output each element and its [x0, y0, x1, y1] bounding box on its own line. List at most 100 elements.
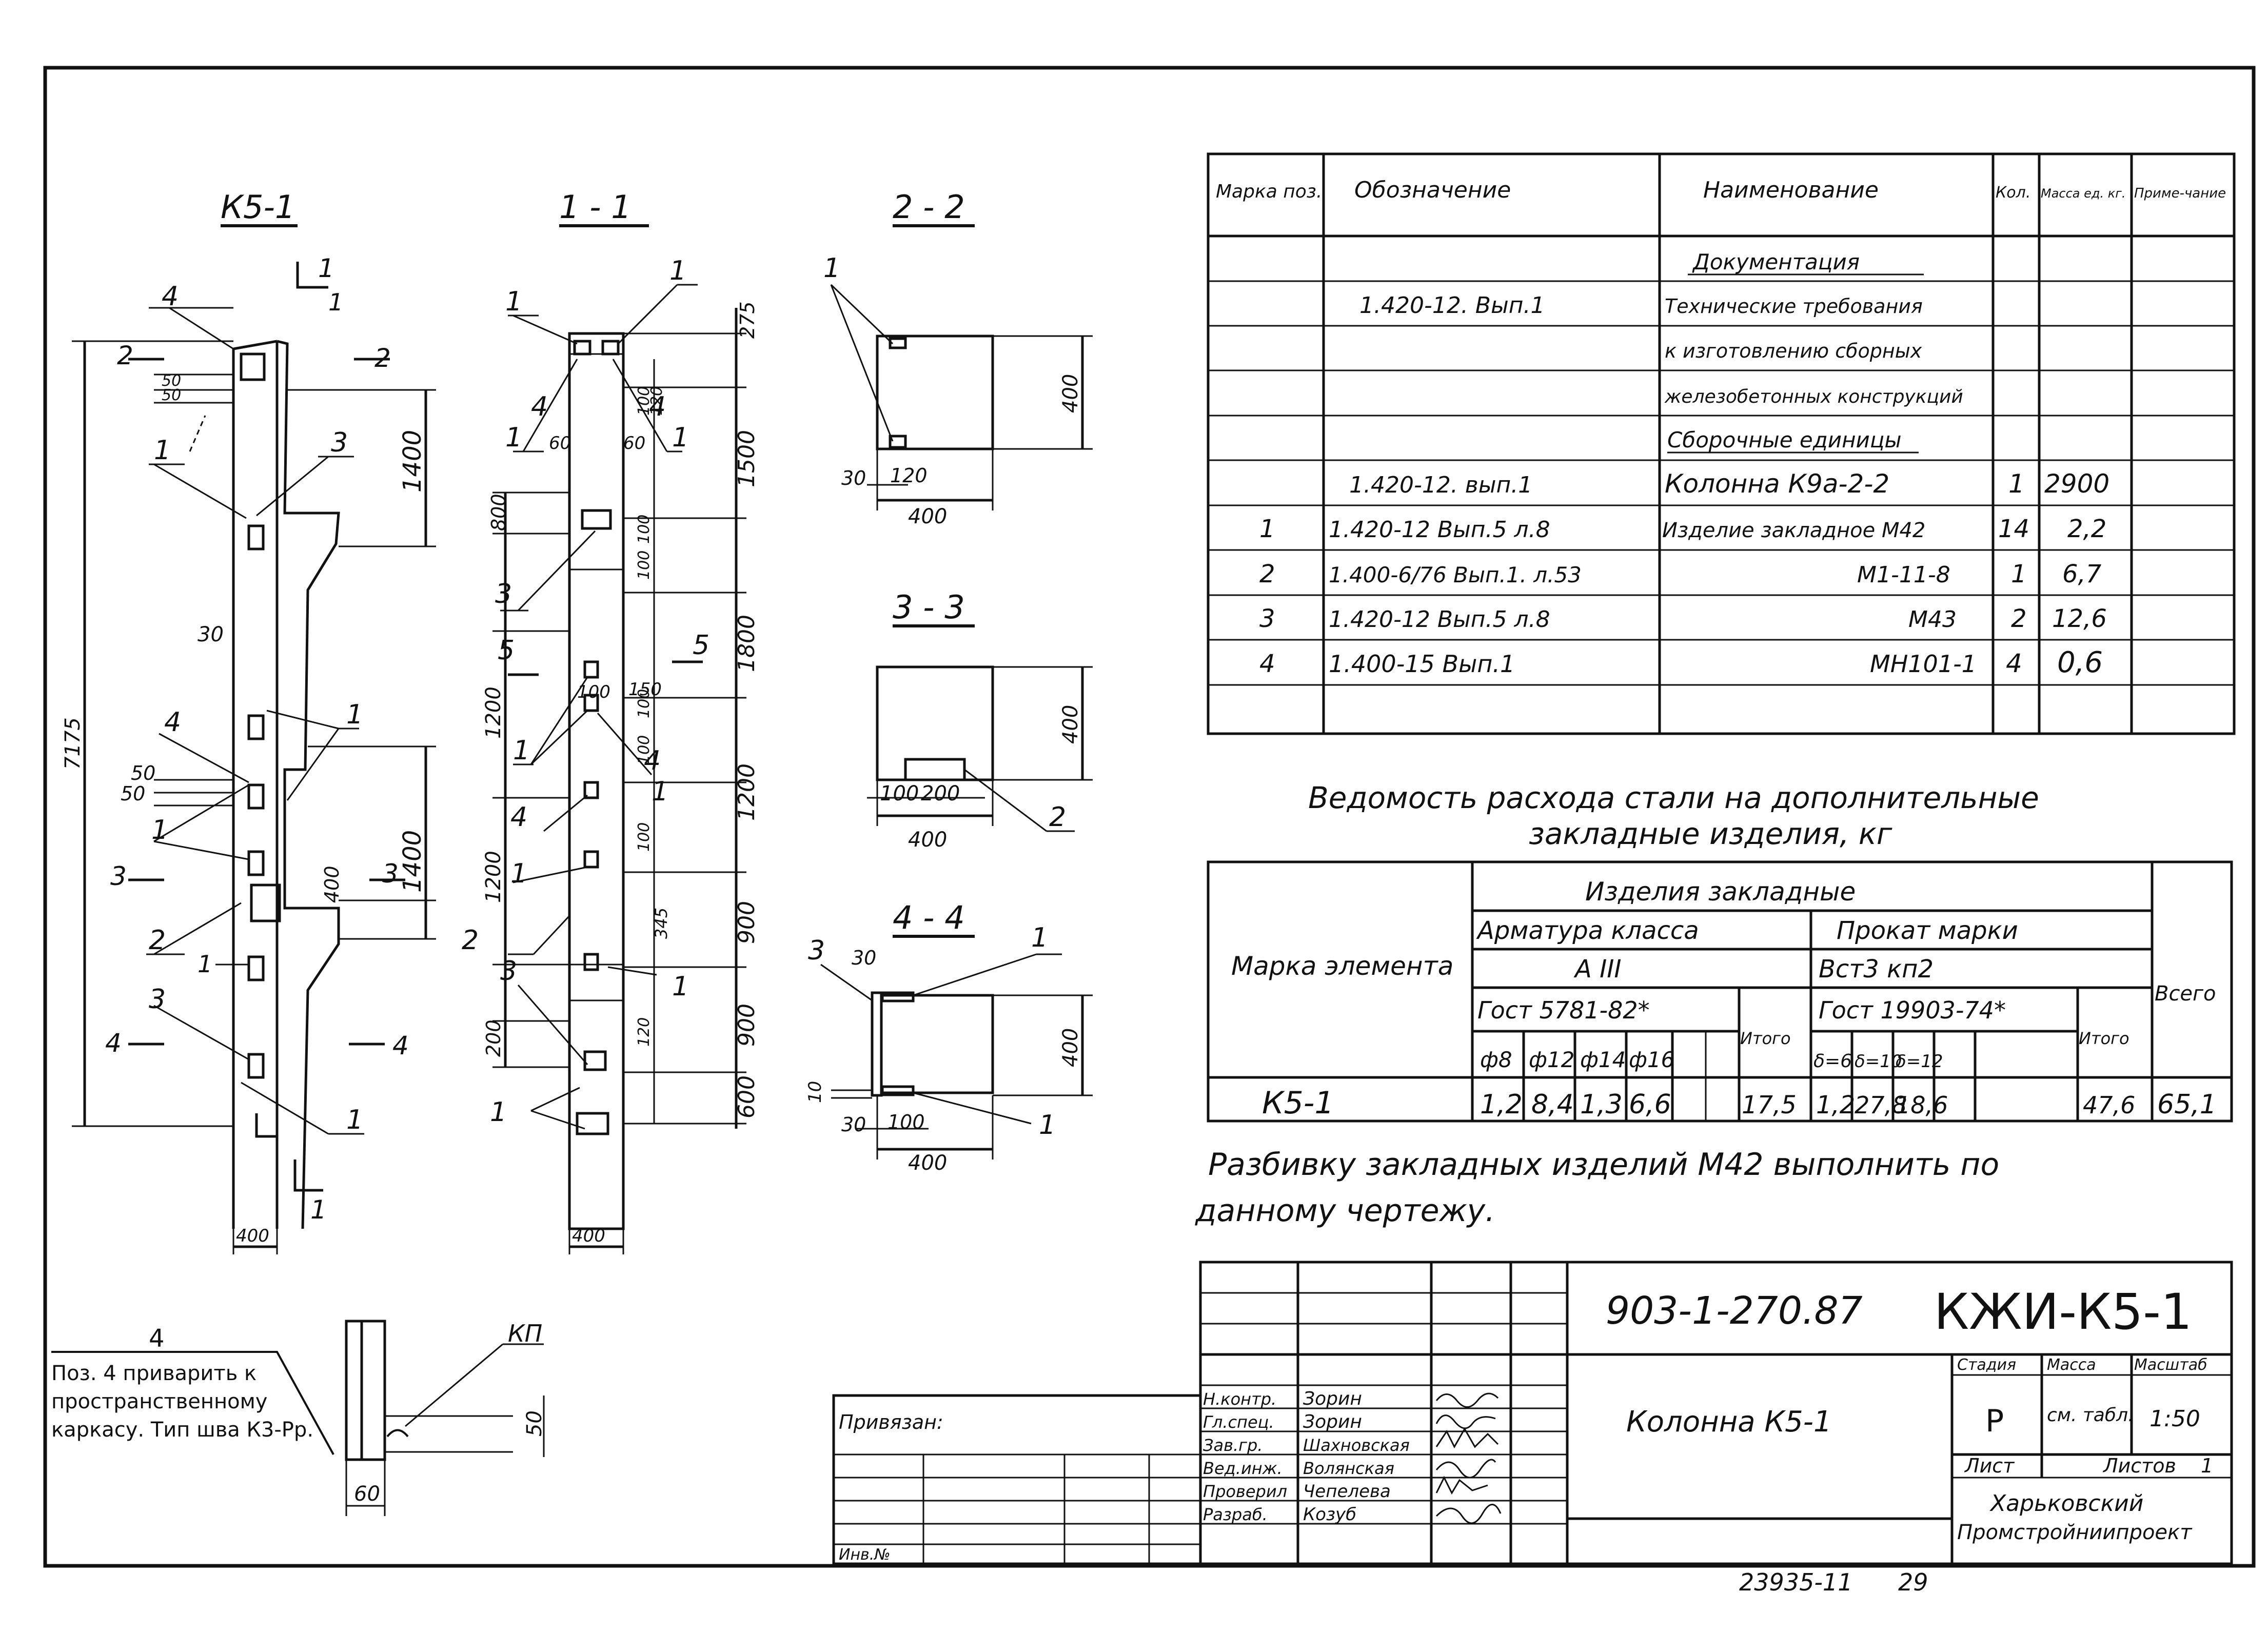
k51-dim-400-mid: 400	[321, 866, 343, 903]
weld-note-line3: каркасу. Тип шва К3-Рр.	[51, 1418, 313, 1442]
spec-row-9-qty: 4	[2006, 648, 2022, 678]
s11-dim-60a: 60	[549, 433, 571, 454]
steel-row-total: 65,1	[2157, 1089, 2217, 1120]
weld-note-line1: Поз. 4 приварить к	[51, 1362, 257, 1385]
tb-name-3: Волянская	[1303, 1459, 1394, 1478]
view-titles: К5-1 1 - 1 2 - 2 3 - 3 4 - 4	[221, 188, 975, 938]
tb-role-2: Зав.гр.	[1203, 1436, 1263, 1455]
steel-row-itogo1: 17,5	[1742, 1091, 1797, 1119]
steel-row-d10: 27,8	[1855, 1091, 1907, 1119]
steel-h-itogo1: Итого	[1740, 1029, 1791, 1048]
steel-table	[1207, 860, 2233, 1123]
s33-dim-400w: 400	[908, 828, 947, 852]
s11-dim-in-2: 100	[635, 515, 653, 544]
section-4-4-labels: 400 400 30 30 100 10 3 1 1	[805, 922, 1082, 1175]
k51-cut-2-right: 2	[374, 343, 391, 373]
view-title-3-3: 3 - 3	[893, 588, 965, 626]
steel-h-itogo2: Итого	[2079, 1029, 2129, 1048]
spec-row-6-name: Изделие закладное М42	[1662, 519, 1925, 542]
column-elevation-k51	[72, 262, 436, 1254]
k51-pos-3-b: 3	[149, 984, 166, 1015]
spec-row-7-qty: 1	[2011, 560, 2027, 588]
spec-row-7-mark: 2	[1259, 560, 1275, 588]
s44-dim-100: 100	[888, 1111, 925, 1133]
tb-name-1: Зорин	[1303, 1411, 1362, 1432]
weld-kp-label: КП	[508, 1320, 542, 1347]
steel-row-itogo2: 47,6	[2083, 1091, 2135, 1119]
k51-pos-1-a: 1	[154, 435, 171, 466]
s11-pos-4-b: 4	[649, 391, 666, 422]
tb-name-2: Шахновская	[1303, 1436, 1410, 1455]
note: Разбивку закладных изделий М42 выполнить…	[1195, 1147, 1999, 1229]
tb-sheet-label: Лист	[1964, 1455, 2015, 1477]
s11-pos-1-d: 1	[672, 422, 689, 453]
section-3-3	[867, 665, 1093, 832]
s11-dim-in-1: 120	[648, 386, 666, 416]
s44-pos-1-b: 1	[1039, 1110, 1056, 1141]
k51-width-400: 400	[236, 1226, 269, 1246]
k51-pos-1-c: 1	[151, 815, 168, 846]
weld-pos: 4	[149, 1324, 165, 1353]
steel-row-f8: 1,2	[1480, 1089, 1523, 1120]
spec-row-8-qty: 2	[2011, 604, 2027, 633]
title-block	[832, 1261, 2233, 1565]
tb-org-line2: Промстройниипроект	[1957, 1521, 2193, 1544]
spec-row-8-mark: 3	[1259, 604, 1275, 633]
s33-dim-100: 100	[880, 782, 919, 805]
spec-header-designation: Обозначение	[1354, 177, 1511, 203]
s11-dim-l-3: 200	[482, 1019, 505, 1057]
k51-pos-4-mid: 4	[164, 707, 181, 738]
tb-org-line1: Харьковский	[1989, 1490, 2143, 1517]
weld-detail-text: 4 Поз. 4 приварить к пространственному к…	[51, 1320, 546, 1506]
spec-row-8-designation: 1.420-12 Вып.5 л.8	[1329, 606, 1550, 633]
s44-dim-400h: 400	[1059, 1028, 1082, 1067]
view-title-1-1: 1 - 1	[559, 188, 632, 226]
s33-pos-2: 2	[1049, 802, 1066, 833]
spec-row-6-mark: 1	[1259, 515, 1275, 543]
s11-pos-3-b: 3	[500, 956, 517, 987]
k51-dim-30: 30	[198, 623, 224, 646]
footer-number: 23935-11	[1739, 1568, 1852, 1596]
note-line1: Разбивку закладных изделий М42 выполнить…	[1208, 1147, 1999, 1183]
tb-role-5: Разраб.	[1203, 1505, 1268, 1524]
view-title-4-4: 4 - 4	[893, 899, 965, 936]
tb-name-0: Зорин	[1303, 1388, 1362, 1409]
spec-row-6-mass: 2,2	[2067, 515, 2106, 543]
spec-row-7-mass: 6,7	[2062, 560, 2102, 588]
s11-pos-3-a: 3	[495, 579, 512, 610]
spec-row-9-name: МН101-1	[1870, 650, 1977, 678]
tb-doc-code: 903-1-270.87	[1606, 1289, 1863, 1333]
tb-privyazan: Привязан:	[839, 1411, 943, 1433]
steel-sub-6: δ=12	[1896, 1051, 1943, 1072]
steel-sub-2: ф14	[1580, 1047, 1626, 1072]
s11-pos-1-e: 1	[513, 735, 530, 766]
s11-dim-r-0: 275	[736, 301, 759, 339]
steel-title: Ведомость расхода стали на дополнительны…	[1308, 780, 2039, 851]
steel-sub-0: ф8	[1480, 1047, 1512, 1072]
spec-table-text: Марка поз. Обозначение Наименование Кол.…	[1216, 177, 2226, 679]
spec-row-7-name: М1-11-8	[1857, 562, 1950, 588]
tb-inv: Инв.№	[839, 1546, 890, 1564]
s44-dim-30b: 30	[841, 1113, 866, 1136]
tb-role-4: Проверил	[1203, 1482, 1287, 1501]
steel-row-f14: 1,3	[1580, 1089, 1623, 1120]
s11-pos-1-a: 1	[505, 286, 522, 317]
s11-dim-r-4: 900	[734, 901, 760, 944]
spec-row-7-designation: 1.400-6/76 Вып.1. л.53	[1329, 562, 1582, 587]
s11-dim-in-3: 100	[635, 551, 653, 580]
k51-total-height-dim: 7175	[61, 717, 85, 770]
s11-dim-in-5: 100	[635, 735, 653, 764]
s22-dim-120: 120	[890, 464, 928, 487]
view-title-k51: К5-1	[221, 188, 295, 226]
s11-pos-1-f: 1	[652, 776, 668, 807]
s11-dim-100: 100	[577, 682, 610, 702]
k51-pos-1-e: 1	[346, 1105, 363, 1135]
spec-row-6-qty: 14	[1998, 515, 2029, 543]
s11-pos-4-a: 4	[531, 391, 548, 422]
tb-mass-label: Масса	[2047, 1356, 2096, 1374]
s11-cut-5-left: 5	[498, 635, 515, 666]
k51-dim-50a: 50	[162, 372, 181, 390]
steel-h-vsego: Всего	[2155, 982, 2216, 1006]
column-elevation-k51-labels: 7175 1400 1400 400 400 30 50 50 50 50 2 …	[61, 253, 427, 1246]
